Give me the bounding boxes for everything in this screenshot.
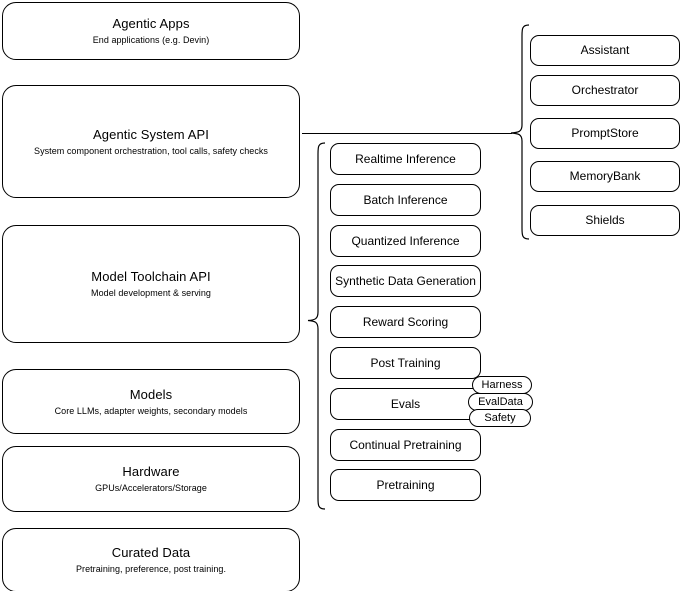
evals-pill-harness[interactable]: Harness (472, 376, 532, 394)
component-promptstore[interactable]: PromptStore (530, 118, 680, 149)
capability-continual-pretraining[interactable]: Continual Pretraining (330, 429, 481, 461)
capability-label: Post Training (370, 355, 441, 370)
capability-label: Pretraining (376, 477, 435, 492)
pill-label: Harness (481, 378, 523, 391)
component-label: PromptStore (571, 126, 639, 140)
layer-title: Agentic Apps (112, 16, 190, 31)
capability-post-training[interactable]: Post Training (330, 347, 481, 379)
layer-hardware[interactable]: Hardware GPUs/Accelerators/Storage (2, 446, 300, 512)
layer-subtitle: System component orchestration, tool cal… (34, 145, 268, 156)
layer-title: Curated Data (111, 545, 191, 560)
capability-label: Synthetic Data Generation (335, 273, 476, 288)
capability-label: Continual Pretraining (349, 437, 462, 452)
capability-label: Evals (390, 396, 421, 411)
layer-subtitle: Core LLMs, adapter weights, secondary mo… (54, 405, 248, 416)
layer-agentic-apps[interactable]: Agentic Apps End applications (e.g. Devi… (2, 2, 300, 60)
component-label: Orchestrator (571, 83, 639, 97)
capability-quantized-inference[interactable]: Quantized Inference (330, 225, 481, 257)
capability-label: Batch Inference (363, 192, 448, 207)
component-assistant[interactable]: Assistant (530, 35, 680, 66)
capability-label: Reward Scoring (362, 314, 449, 329)
capability-pretraining[interactable]: Pretraining (330, 469, 481, 501)
layer-title: Models (129, 386, 173, 402)
capability-realtime-inference[interactable]: Realtime Inference (330, 143, 481, 175)
capability-reward-scoring[interactable]: Reward Scoring (330, 306, 481, 338)
layer-title: Model Toolchain API (91, 269, 211, 284)
connector-system-api-to-components (302, 133, 512, 134)
layer-subtitle: Model development & serving (91, 288, 211, 298)
capability-label: Realtime Inference (355, 151, 456, 166)
layer-subtitle: Pretraining, preference, post training. (75, 564, 227, 574)
layer-model-toolchain-api[interactable]: Model Toolchain API Model development & … (2, 225, 300, 343)
component-memorybank[interactable]: MemoryBank (530, 161, 680, 192)
layer-models[interactable]: Models Core LLMs, adapter weights, secon… (2, 369, 300, 434)
capability-evals[interactable]: Evals (330, 388, 481, 420)
component-label: Shields (585, 213, 625, 227)
component-label: Assistant (580, 43, 630, 57)
capability-synthetic-data-generation[interactable]: Synthetic Data Generation (330, 265, 481, 297)
brace-toolchain-capabilities (306, 140, 326, 514)
pill-label: Safety (484, 411, 516, 424)
component-label: MemoryBank (569, 169, 641, 183)
component-shields[interactable]: Shields (530, 205, 680, 236)
layer-subtitle: GPUs/Accelerators/Storage (95, 483, 207, 493)
layer-curated-data[interactable]: Curated Data Pretraining, preference, po… (2, 528, 300, 591)
layer-title: Hardware (122, 464, 180, 479)
layer-agentic-system-api[interactable]: Agentic System API System component orch… (2, 85, 300, 198)
component-orchestrator[interactable]: Orchestrator (530, 75, 680, 106)
capability-label: Quantized Inference (351, 233, 460, 248)
layer-subtitle: End applications (e.g. Devin) (92, 35, 210, 45)
layer-title: Agentic System API (93, 126, 209, 142)
evals-pill-safety[interactable]: Safety (469, 409, 531, 427)
pill-label: EvalData (478, 395, 523, 408)
brace-system-components (508, 22, 530, 242)
capability-batch-inference[interactable]: Batch Inference (330, 184, 481, 216)
